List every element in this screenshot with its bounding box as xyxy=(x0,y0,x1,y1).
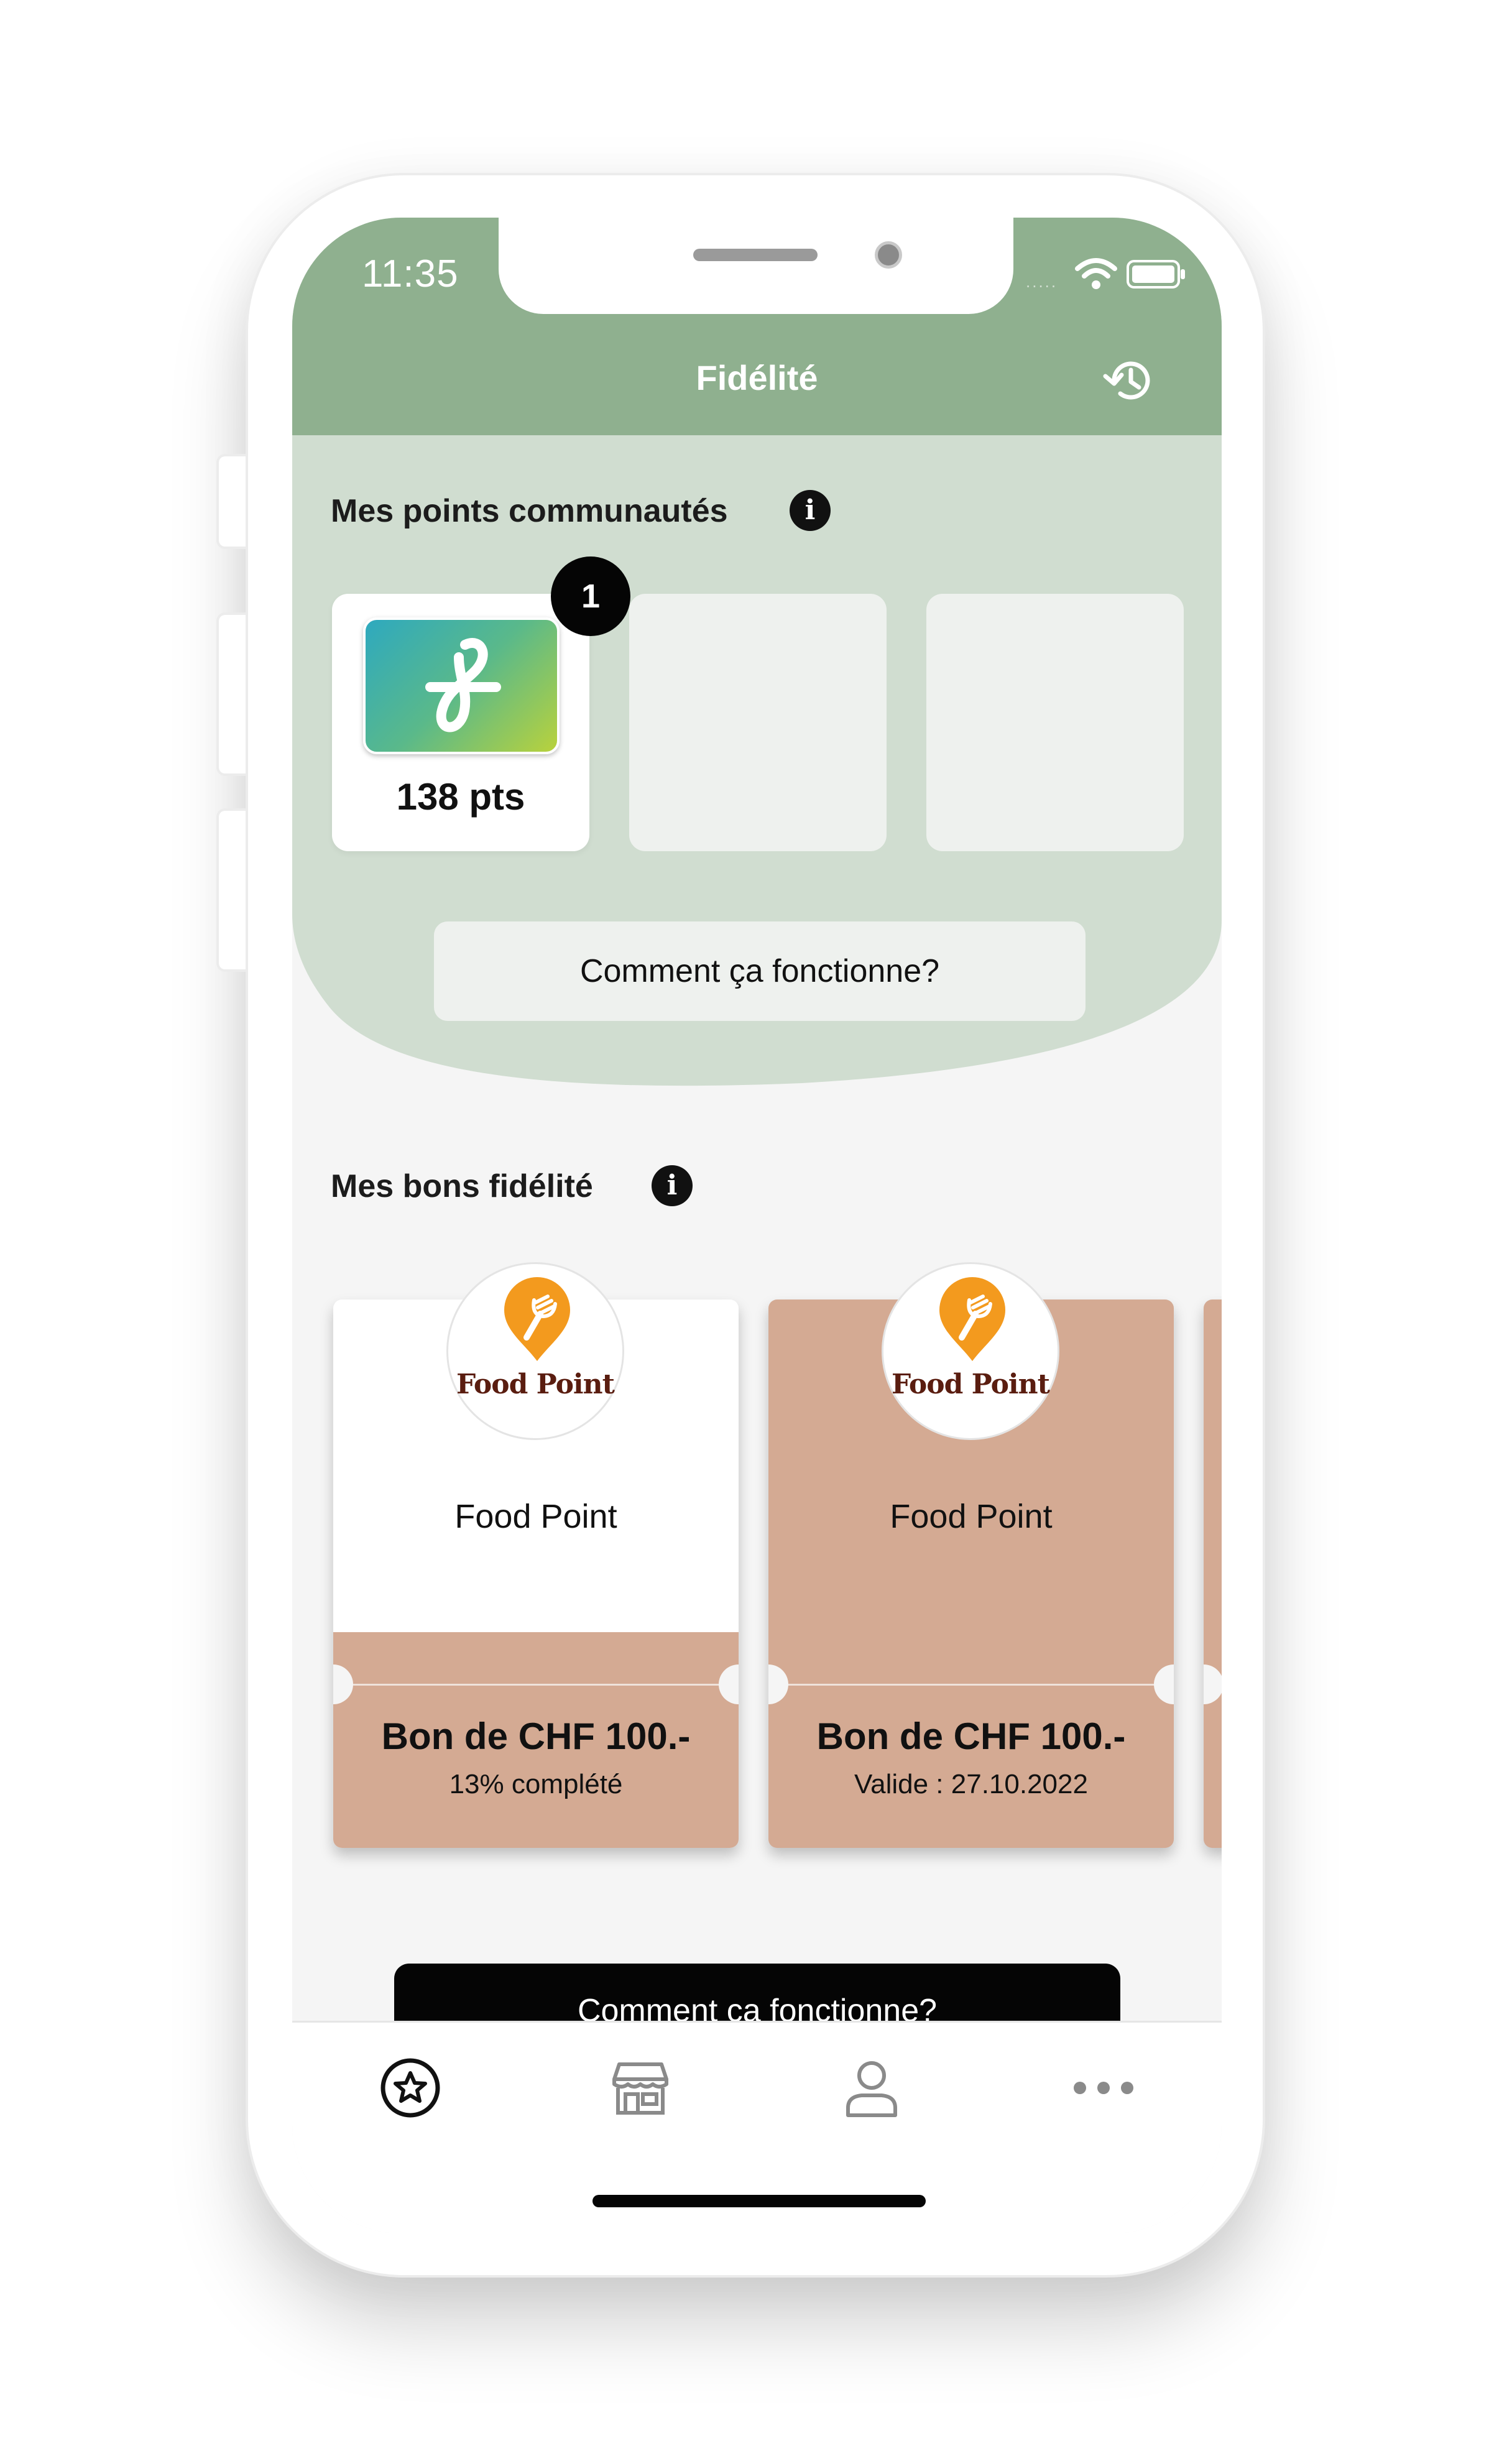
merchant-logo-text: Food Point xyxy=(456,1369,615,1400)
voucher-divider xyxy=(768,1684,1174,1686)
wifi-icon xyxy=(1075,258,1117,289)
voucher-progress: 13% complété xyxy=(449,1769,623,1799)
voucher-card-partial[interactable] xyxy=(1204,1300,1222,1848)
community-card[interactable]: 138 pts xyxy=(332,594,589,851)
notch-speaker xyxy=(693,249,818,261)
home-indicator[interactable] xyxy=(592,2195,926,2207)
voucher-notch xyxy=(768,1664,788,1704)
voucher-validity: Valide : 27.10.2022 xyxy=(854,1769,1088,1799)
phone-side-button xyxy=(216,454,251,549)
more-dots-icon[interactable] xyxy=(1066,2051,1141,2125)
voucher-amount: Bon de CHF 100.- xyxy=(816,1715,1126,1757)
store-icon[interactable] xyxy=(603,2051,678,2125)
phone-volume-up-button xyxy=(216,612,251,776)
vouchers-info-icon[interactable]: i xyxy=(652,1165,693,1206)
history-icon[interactable] xyxy=(1100,351,1159,410)
community-points: 138 pts xyxy=(396,776,525,818)
voucher-notch xyxy=(1154,1664,1174,1704)
notch-camera xyxy=(875,241,902,269)
star-circle-icon[interactable] xyxy=(373,2051,448,2125)
voucher-bottom xyxy=(333,1632,739,1848)
battery-icon xyxy=(1127,260,1185,289)
fork-pin-icon xyxy=(504,1277,570,1361)
vouchers-section-title: Mes bons fidélité xyxy=(331,1168,593,1204)
voucher-divider xyxy=(333,1684,739,1686)
phone-volume-down-button xyxy=(216,808,251,972)
merchant-logo: Food Point xyxy=(446,1262,624,1440)
user-icon[interactable] xyxy=(834,2051,909,2125)
fork-pin-icon xyxy=(939,1277,1005,1361)
signal-indicator: ..... xyxy=(1026,272,1058,291)
voucher-amount: Bon de CHF 100.- xyxy=(381,1715,691,1757)
voucher-card[interactable]: Food Point Bon de CHF 100.- 13% complété xyxy=(333,1300,739,1848)
merchant-logo-text: Food Point xyxy=(892,1369,1050,1400)
merchant-logo: Food Point xyxy=(882,1262,1059,1440)
points-section-title: Mes points communautés xyxy=(331,493,728,529)
device-notch xyxy=(499,218,1013,314)
app-screen: 11:35 ..... Fidélité Mes points communau… xyxy=(292,218,1222,2233)
voucher-merchant: Food Point xyxy=(454,1498,617,1535)
notification-badge: 1 xyxy=(551,556,630,636)
community-card-empty xyxy=(926,594,1184,851)
voucher-merchant: Food Point xyxy=(890,1498,1053,1535)
community-logo-glyph-icon xyxy=(425,638,501,732)
voucher-notch xyxy=(1204,1664,1222,1704)
community-logo-icon xyxy=(363,617,560,754)
status-time: 11:35 xyxy=(362,252,459,295)
how-it-works-button[interactable]: Comment ça fonctionne? xyxy=(434,921,1086,1021)
page-title: Fidélité xyxy=(696,358,818,397)
points-info-icon[interactable]: i xyxy=(790,490,831,531)
tab-bar xyxy=(292,2021,1222,2233)
community-card-empty xyxy=(629,594,887,851)
